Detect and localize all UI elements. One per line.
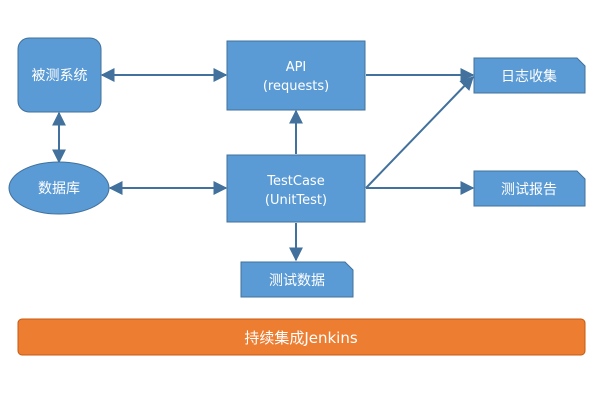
node-system-under-test: 被测系统: [17, 37, 102, 113]
connectors: [52, 68, 475, 262]
node-database: 数据库: [8, 161, 110, 215]
node-testcase: TestCase (UnitTest): [226, 154, 366, 223]
node-test-data-shape: [240, 261, 354, 298]
node-test-report-shape: [473, 170, 586, 207]
arrow-testcase-log: [365, 75, 474, 189]
node-system-under-test-label: 被测系统: [32, 68, 88, 84]
node-testcase-label-line1: TestCase: [266, 174, 324, 189]
node-api-label-line2: (requests): [263, 79, 329, 94]
node-log-collection-label: 日志收集: [501, 68, 557, 85]
node-test-data: 测试数据: [240, 261, 354, 298]
node-log-collection: 日志收集: [473, 57, 586, 94]
node-testcase-label-line2: (UnitTest): [265, 193, 327, 208]
node-database-shape: [8, 161, 110, 215]
node-test-report-label: 测试报告: [501, 182, 557, 198]
node-api: API (requests): [226, 40, 366, 111]
ci-bar-shape: [17, 318, 586, 356]
node-api-shape: [226, 40, 366, 111]
ci-bar: 持续集成Jenkins: [17, 318, 586, 356]
node-log-collection-shape: [473, 57, 586, 94]
node-database-label: 数据库: [38, 181, 80, 197]
node-system-under-test-shape: [17, 37, 102, 113]
node-testcase-shape: [226, 154, 366, 223]
node-test-report: 测试报告: [473, 170, 586, 207]
ci-bar-label: 持续集成Jenkins: [244, 329, 358, 347]
node-test-data-label: 测试数据: [269, 273, 325, 289]
node-api-label-line1: API: [286, 60, 307, 75]
